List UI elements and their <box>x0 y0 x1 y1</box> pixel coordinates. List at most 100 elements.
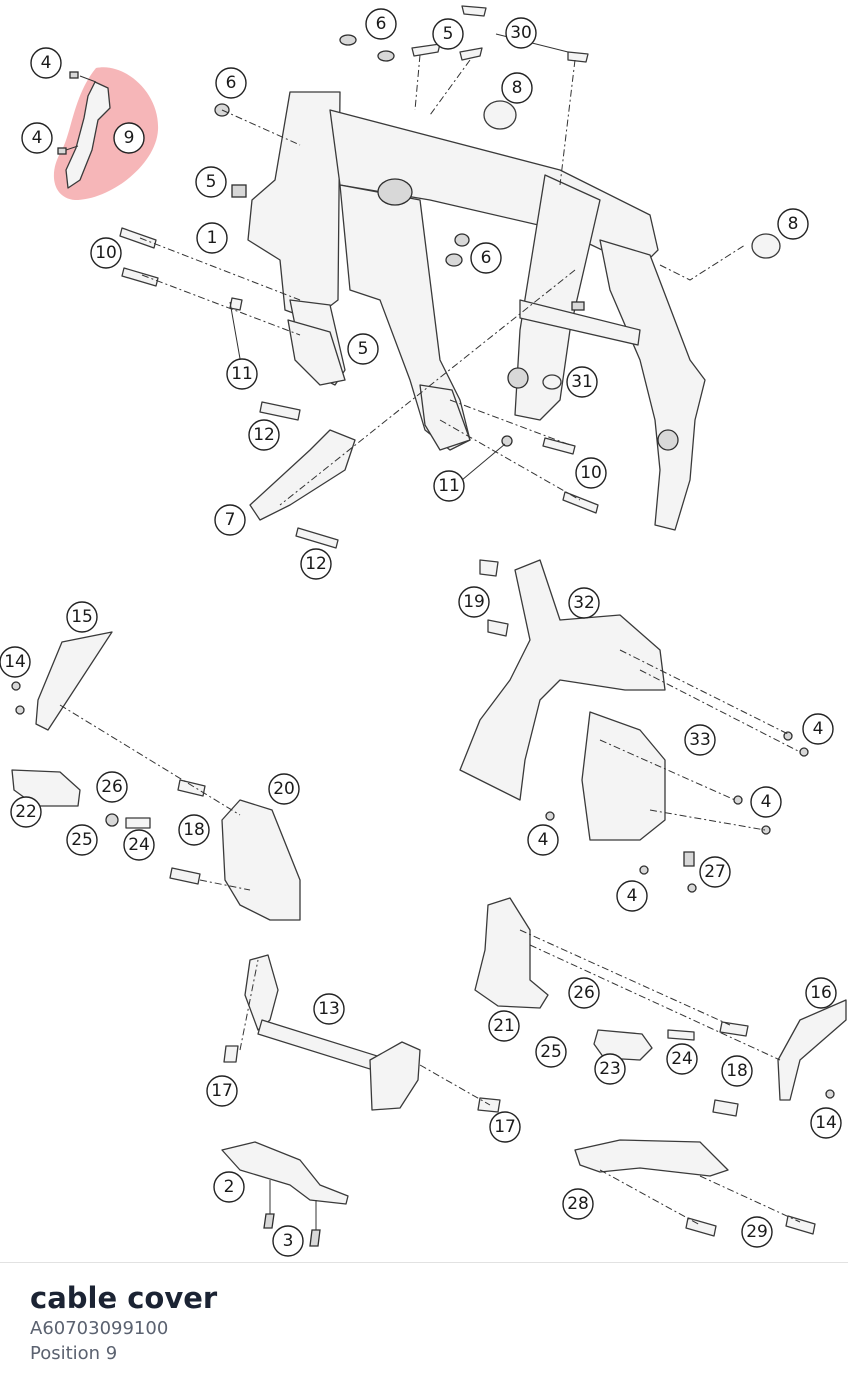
callout-23[interactable]: 23 <box>594 1053 626 1085</box>
footrest-left-group[interactable] <box>11 631 301 921</box>
svg-text:3: 3 <box>283 1231 294 1251</box>
bracket-link-part[interactable] <box>249 429 356 521</box>
svg-text:15: 15 <box>71 607 93 627</box>
callout-26[interactable]: 26 <box>96 771 128 803</box>
bolt-3b <box>309 1229 321 1247</box>
exploded-parts-diagram[interactable]: 4 4 9 6 6 5 30 8 5 1 10 6 8 5 11 31 12 1… <box>0 0 848 1262</box>
callout-4[interactable]: 4 <box>802 713 834 745</box>
cable-cover-part[interactable] <box>65 81 111 189</box>
callout-6[interactable]: 6 <box>215 67 247 99</box>
callout-25[interactable]: 25 <box>66 824 98 856</box>
svg-text:4: 4 <box>761 792 772 812</box>
svg-text:6: 6 <box>481 248 492 268</box>
svg-text:28: 28 <box>567 1194 589 1214</box>
callout-32[interactable]: 32 <box>568 587 600 619</box>
footrest-right-group[interactable] <box>474 897 847 1117</box>
svg-text:9: 9 <box>124 128 135 148</box>
svg-text:18: 18 <box>183 820 205 840</box>
callout-18[interactable]: 18 <box>178 814 210 846</box>
engine-mount-right <box>419 384 471 451</box>
svg-text:30: 30 <box>510 23 532 43</box>
callout-26[interactable]: 26 <box>568 977 600 1009</box>
callout-21[interactable]: 21 <box>488 1010 520 1042</box>
svg-text:24: 24 <box>671 1049 693 1069</box>
svg-text:4: 4 <box>32 128 43 148</box>
shift-lever-group[interactable] <box>223 954 501 1113</box>
callout-9[interactable]: 9 <box>113 122 145 154</box>
callout-6[interactable]: 6 <box>365 8 397 40</box>
callout-8[interactable]: 8 <box>501 72 533 104</box>
callout-11[interactable]: 11 <box>226 358 258 390</box>
callout-4[interactable]: 4 <box>616 880 648 912</box>
callout-12[interactable]: 12 <box>300 548 332 580</box>
svg-text:32: 32 <box>573 593 595 613</box>
callout-3[interactable]: 3 <box>272 1225 304 1257</box>
svg-text:22: 22 <box>15 802 37 822</box>
main-frame[interactable] <box>247 91 706 531</box>
svg-text:14: 14 <box>815 1113 837 1133</box>
callout-14[interactable]: 14 <box>810 1107 842 1139</box>
callout-30[interactable]: 30 <box>505 17 537 49</box>
callout-4[interactable]: 4 <box>21 122 53 154</box>
callout-18[interactable]: 18 <box>721 1055 753 1087</box>
svg-text:18: 18 <box>726 1061 748 1081</box>
svg-text:25: 25 <box>71 830 93 850</box>
callout-10[interactable]: 10 <box>575 457 607 489</box>
callout-5[interactable]: 5 <box>195 166 227 198</box>
svg-text:29: 29 <box>746 1222 768 1242</box>
svg-text:23: 23 <box>599 1059 621 1079</box>
svg-text:4: 4 <box>41 53 52 73</box>
callout-24[interactable]: 24 <box>666 1043 698 1075</box>
callout-17[interactable]: 17 <box>489 1111 521 1143</box>
svg-text:21: 21 <box>493 1016 515 1036</box>
svg-text:27: 27 <box>704 862 726 882</box>
svg-text:14: 14 <box>4 652 26 672</box>
svg-text:4: 4 <box>538 830 549 850</box>
svg-text:8: 8 <box>512 78 523 98</box>
svg-text:10: 10 <box>95 243 117 263</box>
panel-divider <box>0 1262 848 1263</box>
svg-text:4: 4 <box>813 719 824 739</box>
callout-10[interactable]: 10 <box>90 237 122 269</box>
callout-5[interactable]: 5 <box>347 333 379 365</box>
callout-20[interactable]: 20 <box>268 773 300 805</box>
svg-text:17: 17 <box>211 1081 233 1101</box>
callout-13[interactable]: 13 <box>313 993 345 1025</box>
callout-4[interactable]: 4 <box>527 824 559 856</box>
cover-28-part[interactable] <box>574 1139 729 1177</box>
callout-28[interactable]: 28 <box>562 1188 594 1220</box>
callout-1[interactable]: 1 <box>196 222 228 254</box>
callout-list: 4 4 9 6 6 5 30 8 5 1 10 6 8 5 11 31 12 1… <box>0 8 842 1257</box>
callout-25[interactable]: 25 <box>535 1036 567 1068</box>
callout-12[interactable]: 12 <box>248 419 280 451</box>
part-position: Position 9 <box>30 1343 118 1364</box>
callout-16[interactable]: 16 <box>805 977 837 1009</box>
part-info-panel: cable cover A60703099100 Position 9 <box>30 1280 217 1366</box>
svg-text:4: 4 <box>627 886 638 906</box>
callout-5[interactable]: 5 <box>432 18 464 50</box>
callout-4[interactable]: 4 <box>750 786 782 818</box>
callout-14[interactable]: 14 <box>0 646 31 678</box>
callout-2[interactable]: 2 <box>213 1171 245 1203</box>
callout-22[interactable]: 22 <box>10 796 42 828</box>
svg-text:16: 16 <box>810 983 832 1003</box>
callout-7[interactable]: 7 <box>214 504 246 536</box>
callout-27[interactable]: 27 <box>699 856 731 888</box>
callout-6[interactable]: 6 <box>470 242 502 274</box>
callout-33[interactable]: 33 <box>684 724 716 756</box>
callout-24[interactable]: 24 <box>123 829 155 861</box>
pedal-bracket-part[interactable] <box>221 1141 349 1205</box>
callout-31[interactable]: 31 <box>566 366 598 398</box>
callout-4[interactable]: 4 <box>30 47 62 79</box>
part-number: A60703099100 <box>30 1318 169 1339</box>
callout-11[interactable]: 11 <box>433 470 465 502</box>
svg-text:19: 19 <box>463 592 485 612</box>
callout-29[interactable]: 29 <box>741 1216 773 1248</box>
callout-19[interactable]: 19 <box>458 586 490 618</box>
svg-text:5: 5 <box>358 339 369 359</box>
svg-text:11: 11 <box>231 364 253 384</box>
cover-group-right[interactable] <box>459 559 809 893</box>
callout-8[interactable]: 8 <box>777 208 809 240</box>
callout-17[interactable]: 17 <box>206 1075 238 1107</box>
callout-15[interactable]: 15 <box>66 601 98 633</box>
